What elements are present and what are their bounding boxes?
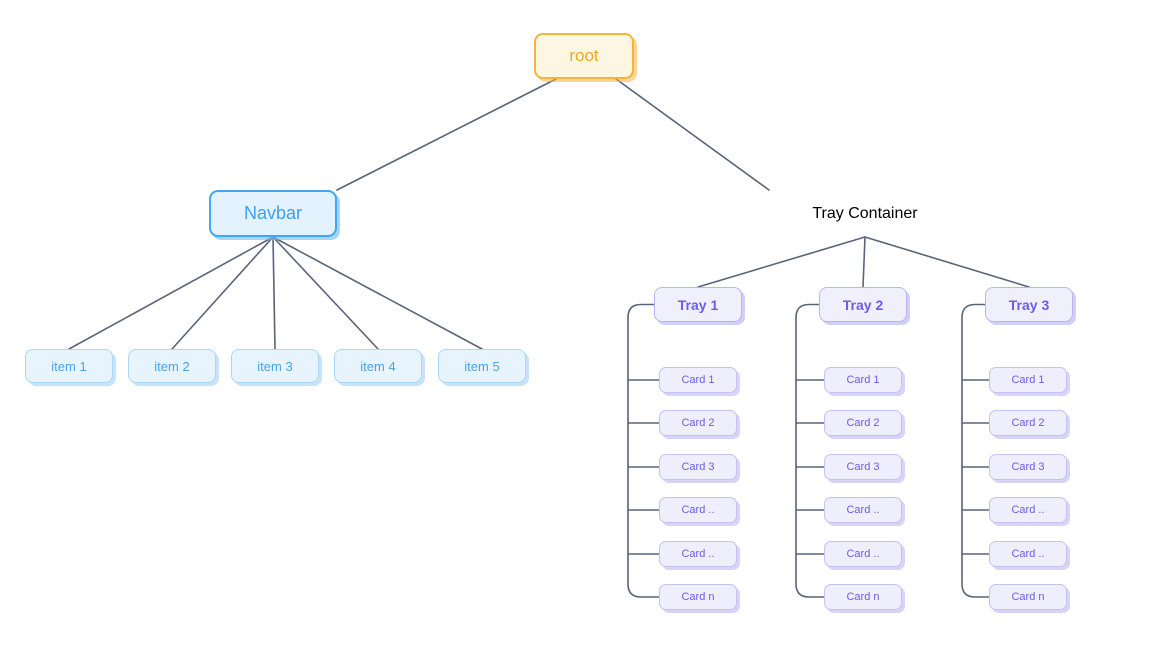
- tray-bracket-2: [795, 303, 825, 598]
- node-tray-2-card-3-label: Card 3: [846, 461, 880, 473]
- node-item-5[interactable]: item 5: [438, 349, 526, 383]
- edge-navbar-item-4: [272, 236, 379, 350]
- node-tray-2-card-1-label: Card 1: [846, 374, 880, 386]
- node-item-3-label: item 3: [257, 358, 293, 374]
- node-navbar[interactable]: Navbar: [209, 190, 337, 237]
- node-root-label: root: [569, 46, 599, 65]
- edge-tray-container-tray-2: [862, 236, 866, 288]
- node-item-4-label: item 4: [360, 358, 396, 374]
- tray-bracket-1: [627, 303, 660, 598]
- node-tray-2-card-2[interactable]: Card 2: [824, 410, 902, 436]
- edge-navbar-item-1: [68, 236, 274, 350]
- node-tray-1-card-2[interactable]: Card 2: [659, 410, 737, 436]
- node-tray-1-card-6[interactable]: Card n: [659, 584, 737, 610]
- node-tray-2-card-4-label: Card ..: [846, 504, 880, 516]
- node-tray-1-card-6-label: Card n: [681, 591, 715, 603]
- node-item-2[interactable]: item 2: [128, 349, 216, 383]
- edge-root-navbar: [336, 78, 557, 191]
- node-item-4[interactable]: item 4: [334, 349, 422, 383]
- edge-root-tray-container: [615, 78, 770, 191]
- node-tray-2-card-6-label: Card n: [846, 591, 880, 603]
- node-tray-3-card-4-label: Card ..: [1011, 504, 1045, 516]
- node-tray-3-card-6-label: Card n: [1011, 591, 1045, 603]
- tray-bracket-3: [961, 303, 990, 598]
- node-tray-1-card-4-label: Card ..: [681, 504, 715, 516]
- node-tray-1-card-4[interactable]: Card ..: [659, 497, 737, 523]
- node-tray-3-card-5-label: Card ..: [1011, 548, 1045, 560]
- node-tray-1-card-2-label: Card 2: [681, 417, 715, 429]
- node-item-2-label: item 2: [154, 358, 190, 374]
- node-tray-2-card-5[interactable]: Card ..: [824, 541, 902, 567]
- node-item-1[interactable]: item 1: [25, 349, 113, 383]
- node-tray-1-label: Tray 1: [677, 296, 719, 313]
- edge-tray-container-tray-1: [697, 236, 866, 288]
- node-tray-1-card-5-label: Card ..: [681, 548, 715, 560]
- node-tray-3-card-2[interactable]: Card 2: [989, 410, 1067, 436]
- node-tray-3-card-3[interactable]: Card 3: [989, 454, 1067, 480]
- node-tray-1-card-3-label: Card 3: [681, 461, 715, 473]
- edge-tray-container-tray-3: [864, 236, 1030, 288]
- edge-navbar-item-5: [272, 236, 483, 350]
- node-tray-3[interactable]: Tray 3: [985, 287, 1073, 322]
- node-root[interactable]: root: [534, 33, 634, 79]
- node-item-5-label: item 5: [464, 358, 500, 374]
- node-tray-1-card-5[interactable]: Card ..: [659, 541, 737, 567]
- node-item-1-label: item 1: [51, 358, 87, 374]
- edge-navbar-item-3: [272, 236, 276, 350]
- node-tray-3-card-2-label: Card 2: [1011, 417, 1045, 429]
- node-tray-2-label: Tray 2: [842, 296, 884, 313]
- node-tray-2-card-1[interactable]: Card 1: [824, 367, 902, 393]
- node-tray-2-card-6[interactable]: Card n: [824, 584, 902, 610]
- node-tray-3-label: Tray 3: [1008, 296, 1050, 313]
- node-tray-3-card-5[interactable]: Card ..: [989, 541, 1067, 567]
- node-tray-3-card-1[interactable]: Card 1: [989, 367, 1067, 393]
- node-tray-1[interactable]: Tray 1: [654, 287, 742, 322]
- node-tray-2-card-2-label: Card 2: [846, 417, 880, 429]
- edge-navbar-item-2: [171, 236, 274, 350]
- node-item-3[interactable]: item 3: [231, 349, 319, 383]
- node-tray-3-card-4[interactable]: Card ..: [989, 497, 1067, 523]
- node-tray-1-card-1[interactable]: Card 1: [659, 367, 737, 393]
- node-tray-container[interactable]: Tray Container: [769, 190, 961, 237]
- node-tray-2-card-3[interactable]: Card 3: [824, 454, 902, 480]
- node-tray-1-card-3[interactable]: Card 3: [659, 454, 737, 480]
- node-tray-3-card-1-label: Card 1: [1011, 374, 1045, 386]
- node-tray-container-label: Tray Container: [812, 204, 918, 222]
- node-tray-3-card-6[interactable]: Card n: [989, 584, 1067, 610]
- node-navbar-label: Navbar: [243, 203, 303, 223]
- node-tray-2-card-5-label: Card ..: [846, 548, 880, 560]
- node-tray-3-card-3-label: Card 3: [1011, 461, 1045, 473]
- node-tray-2-card-4[interactable]: Card ..: [824, 497, 902, 523]
- node-tray-2[interactable]: Tray 2: [819, 287, 907, 322]
- node-tray-1-card-1-label: Card 1: [681, 374, 715, 386]
